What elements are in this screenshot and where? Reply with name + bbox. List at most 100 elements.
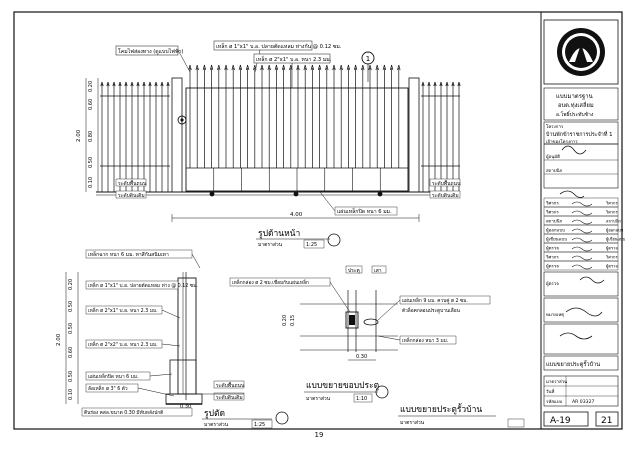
sheet-drawing-title: แบบขยายประตูรั้วบ้าน bbox=[400, 403, 482, 415]
wheel-icon bbox=[377, 191, 383, 197]
signature-icon bbox=[561, 145, 587, 155]
picket bbox=[339, 64, 342, 71]
section-dim-1: 0.20 bbox=[68, 279, 74, 290]
emblem-icon bbox=[557, 28, 605, 76]
wheel-icon bbox=[293, 191, 299, 197]
picket bbox=[136, 81, 139, 87]
section-dim-3: 0.50 bbox=[68, 323, 74, 334]
tb-designer-label: สถาปนิก bbox=[546, 168, 563, 174]
tb-checker-label: ผู้ตรวจ bbox=[546, 281, 559, 287]
picket bbox=[353, 64, 356, 71]
picket bbox=[312, 64, 315, 71]
level-tag-right: ระดับพื้นถนน bbox=[432, 178, 461, 187]
picket bbox=[231, 64, 234, 71]
detail-marker-icon bbox=[375, 385, 389, 399]
role-label: วิศวกร bbox=[545, 201, 559, 207]
picket bbox=[289, 64, 292, 71]
picket bbox=[245, 64, 248, 71]
callout-plate: แผ่นเหล็กปิด หนา 6 มม. bbox=[337, 207, 392, 215]
gate-post-left bbox=[171, 77, 183, 193]
section-dim-2: 0.50 bbox=[68, 301, 74, 312]
signature-icon bbox=[571, 210, 593, 216]
picket bbox=[428, 81, 431, 87]
picket bbox=[451, 81, 454, 87]
picket bbox=[196, 64, 199, 71]
role-label: ผู้ออกแบบ bbox=[546, 228, 565, 234]
picket bbox=[439, 81, 442, 87]
picket bbox=[112, 81, 115, 87]
picket bbox=[253, 64, 256, 71]
tb-project-label: โครงการ bbox=[546, 123, 564, 130]
picket bbox=[209, 64, 212, 71]
tb-owner-label: เจ้าของโครงการ bbox=[546, 138, 578, 145]
role-label-right: วิศวกร bbox=[605, 201, 618, 206]
picket bbox=[232, 64, 235, 71]
signature-icon bbox=[571, 219, 593, 225]
picket bbox=[398, 64, 401, 71]
picket bbox=[188, 64, 191, 71]
front-elevation-scale-value: 1:25 bbox=[306, 242, 317, 248]
picket bbox=[296, 64, 299, 71]
joint-detail-scale-label: มาตราส่วน bbox=[306, 396, 331, 402]
joint-detail-title: แบบขยายขอบประตู bbox=[306, 381, 379, 391]
picket bbox=[267, 64, 270, 71]
picket bbox=[389, 64, 392, 71]
callout-lamp: โคมไฟส่องทาง (ดูแบบไฟฟ้า) bbox=[118, 47, 184, 55]
dim-post-2: 0.60 bbox=[88, 99, 94, 110]
picket bbox=[384, 64, 387, 71]
picket bbox=[211, 64, 214, 71]
picket bbox=[333, 64, 336, 71]
section-dim-6: 0.10 bbox=[68, 389, 74, 400]
picket bbox=[119, 81, 122, 87]
signature-icon bbox=[571, 246, 593, 252]
side-section: เหล็กฉาก หนา 6 มม. ทาสีกันสนิมเทา เหล็ก … bbox=[56, 249, 289, 429]
signature-icon bbox=[571, 228, 593, 234]
section-dim-4: 0.60 bbox=[68, 347, 74, 358]
picket bbox=[218, 64, 221, 71]
picket bbox=[421, 81, 424, 87]
wheel-icon bbox=[209, 191, 215, 197]
signature-icon bbox=[571, 237, 593, 243]
picket bbox=[281, 64, 284, 71]
signature-icon bbox=[571, 264, 593, 270]
picket bbox=[397, 64, 400, 71]
front-elevation-title: รูปด้านหน้า bbox=[258, 228, 300, 239]
joint-label-post: เสา bbox=[374, 268, 382, 274]
dim-post-4: 0.50 bbox=[88, 157, 94, 168]
picket bbox=[125, 81, 128, 87]
dim-post-3: 0.80 bbox=[88, 131, 94, 142]
picket bbox=[224, 64, 227, 71]
side-section-scale-value: 1:25 bbox=[254, 422, 265, 428]
tb-approve-label: ผู้อนุมัติ bbox=[546, 154, 560, 160]
picket bbox=[304, 64, 307, 71]
tb-sheet-total: 21 bbox=[601, 416, 612, 426]
section-dim-total: 2.00 bbox=[56, 333, 62, 346]
picket bbox=[283, 64, 286, 71]
side-section-scale-label: มาตราส่วน bbox=[204, 422, 229, 428]
role-label-right: ผู้ออกแบบ bbox=[606, 228, 624, 234]
picket bbox=[340, 64, 343, 71]
picket bbox=[107, 81, 110, 87]
svg-text:1: 1 bbox=[366, 55, 370, 63]
role-label: ผู้เขียนแบบ bbox=[546, 237, 567, 243]
role-label-right: ผู้ตรวจ bbox=[606, 264, 618, 270]
section-callout-3: เหล็ก ø 2"x1" บ.อ. หนา 2.3 มม. bbox=[88, 306, 158, 314]
picket bbox=[317, 64, 320, 71]
picket bbox=[118, 81, 121, 87]
picket bbox=[195, 64, 198, 71]
signature-icon bbox=[579, 276, 605, 284]
role-label-right: ผู้ตรวจ bbox=[606, 246, 618, 252]
picket bbox=[276, 64, 279, 71]
picket bbox=[433, 81, 436, 87]
side-section-title: รูปตัด bbox=[204, 409, 225, 419]
picket bbox=[319, 64, 322, 71]
dim-total-width: 4.00 bbox=[290, 212, 303, 218]
picket bbox=[131, 81, 134, 87]
picket bbox=[458, 81, 461, 87]
role-label: ผู้ตรวจ bbox=[546, 246, 559, 252]
section-dim-5: 0.50 bbox=[68, 371, 74, 382]
section-level-tag-2: ระดับดินเดิม bbox=[216, 394, 243, 401]
dim-post-1: 0.20 bbox=[88, 81, 94, 92]
picket bbox=[100, 81, 103, 87]
